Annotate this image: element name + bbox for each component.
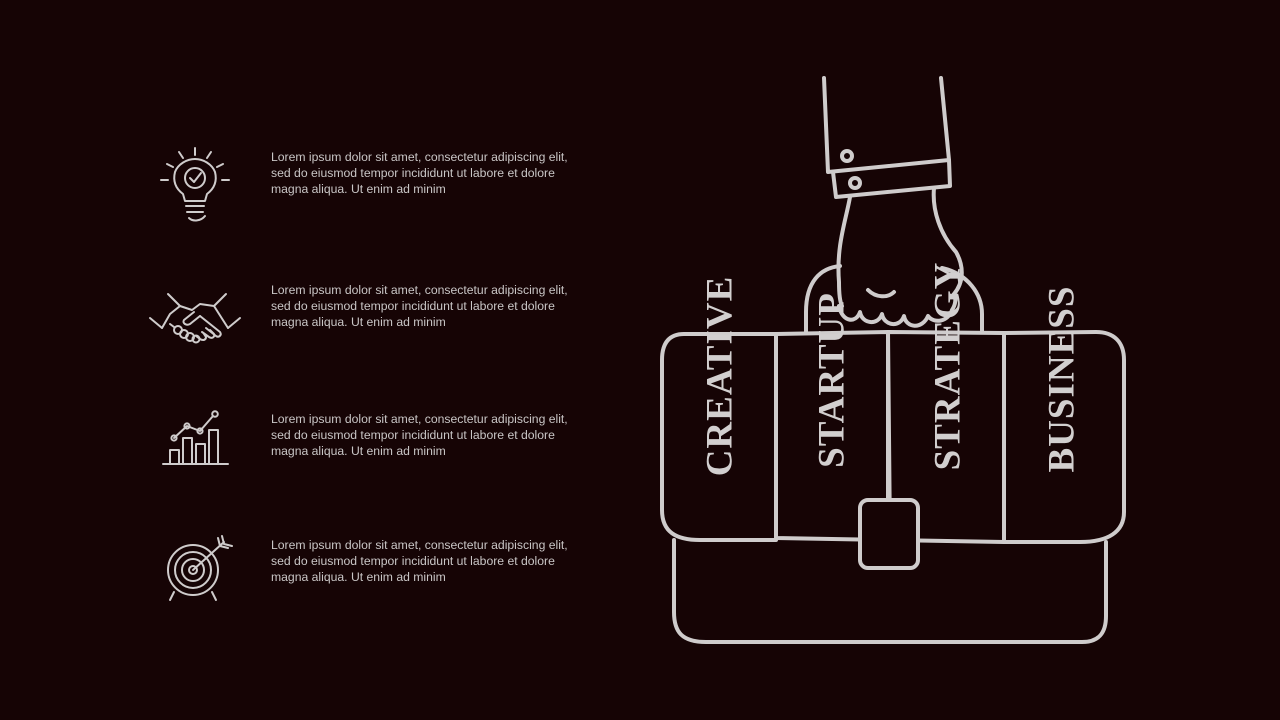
feature-3-text: Lorem ipsum dolor sit amet, consectetur … <box>271 412 568 458</box>
target-icon <box>160 534 236 604</box>
lightbulb-icon <box>155 144 235 228</box>
feature-1-text: Lorem ipsum dolor sit amet, consectetur … <box>271 150 568 196</box>
label-startup: STARTUP <box>811 292 853 468</box>
feature-4-text: Lorem ipsum dolor sit amet, consectetur … <box>271 538 568 584</box>
growth-chart-icon <box>160 408 232 468</box>
handshake-icon <box>148 290 242 350</box>
label-business: BUSINESS <box>1041 285 1083 473</box>
feature-2-text: Lorem ipsum dolor sit amet, consectetur … <box>271 283 568 329</box>
label-strategy: STRATEGY <box>927 261 969 471</box>
label-creative: CREATIVE <box>699 275 741 477</box>
hand-holding-briefcase-icon <box>640 60 1160 660</box>
